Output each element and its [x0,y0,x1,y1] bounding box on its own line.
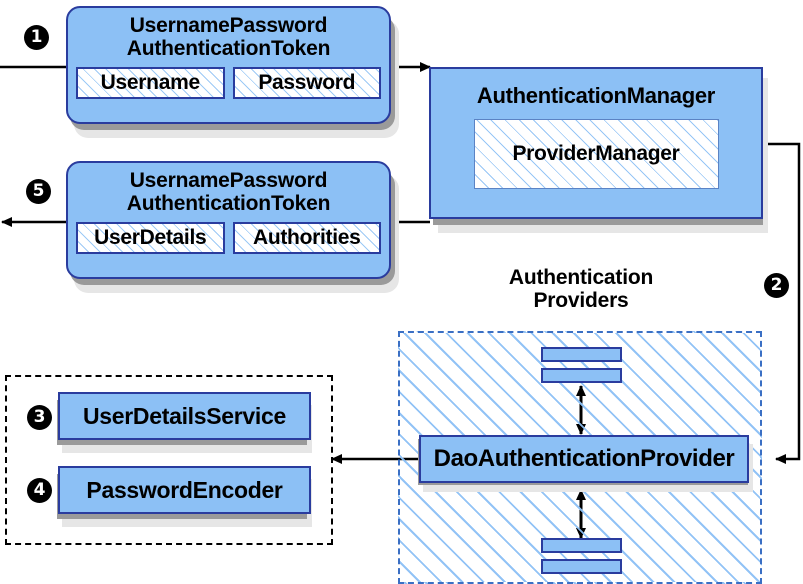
step-badge-2: 2 [764,273,789,298]
dao-authentication-provider-box[interactable]: DaoAuthenticationProvider [419,435,749,483]
request-token-fields: Username Password [68,67,389,100]
response-token-title: UsernamePassword AuthenticationToken [126,169,331,215]
response-token-card[interactable]: UsernamePassword AuthenticationToken Use… [66,161,391,279]
field-username: Username [76,67,225,100]
passwordencoder-box[interactable]: PasswordEncoder [58,466,311,514]
field-userdetails: UserDetails [76,222,225,255]
step-badge-5: 5 [26,179,51,204]
authentication-manager-box[interactable]: AuthenticationManager ProviderManager [429,67,763,219]
request-token-card[interactable]: UsernamePassword AuthenticationToken Use… [66,6,391,124]
response-token-fields: UserDetails Authorities [68,222,389,255]
step-badge-1: 1 [24,25,49,50]
request-token-title-line1: UsernamePassword [129,14,328,37]
authentication-manager-title: AuthenticationManager [476,83,716,108]
edge-manager-to-provider [762,142,801,464]
field-password: Password [232,67,381,100]
other-provider-bar-top-2 [541,368,622,383]
request-token-title-line2: AuthenticationToken [126,36,331,60]
other-provider-bar-bottom-2 [541,559,622,574]
providers-caption-line1: Authentication [508,266,654,289]
step-badge-3: 3 [27,405,52,430]
authentication-providers-caption: Authentication Providers [468,266,694,312]
response-token-title-line1: UsernamePassword [129,169,328,192]
field-authorities: Authorities [232,222,381,255]
other-provider-bar-bottom-1 [541,538,622,553]
request-token-title: UsernamePassword AuthenticationToken [126,14,331,60]
step-badge-4: 4 [27,478,52,503]
provider-manager-box[interactable]: ProviderManager [473,119,719,189]
other-provider-bar-top-1 [541,347,622,362]
providers-caption-line2: Providers [533,289,629,313]
userdetailsservice-box[interactable]: UserDetailsService [58,392,311,440]
response-token-title-line2: AuthenticationToken [126,191,331,215]
